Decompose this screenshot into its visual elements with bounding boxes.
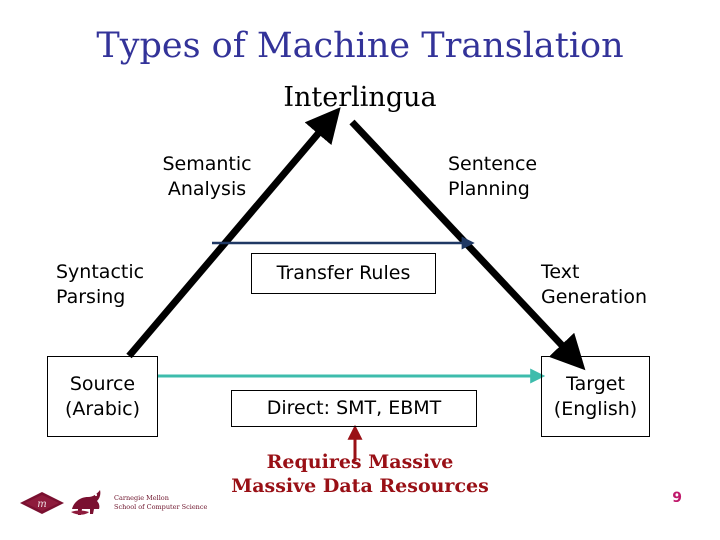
- cmu-scs-logo-text: Carnegie Mellon School of Computer Scien…: [114, 494, 207, 512]
- page-title: Types of Machine Translation: [96, 26, 624, 66]
- label-text-generation: Text Generation: [541, 260, 681, 310]
- label-sentence-planning: Sentence Planning: [448, 152, 568, 202]
- label-semantic-analysis: Semantic Analysis: [148, 152, 266, 202]
- massive-resources-note-line1: Requires Massive: [266, 451, 454, 473]
- label-sentence-planning-line2: Planning: [448, 178, 530, 200]
- source-box-line1: Source: [69, 372, 136, 395]
- scotty-scottish-terrier-icon: [71, 490, 101, 515]
- direct-smt-ebmt-box[interactable]: Direct: SMT, EBMT: [231, 390, 477, 427]
- target-box[interactable]: Target (English): [541, 356, 650, 437]
- source-box-line2: (Arabic): [64, 397, 141, 420]
- transfer-rules-label: Transfer Rules: [276, 262, 411, 284]
- pyramid-apex-label: Interlingua: [283, 82, 437, 113]
- direct-smt-ebmt-label: Direct: SMT, EBMT: [266, 397, 442, 419]
- label-text-generation-line2: Generation: [541, 286, 647, 308]
- cmu-scs-logo: m Carnegie Mellon School of Computer Sci…: [18, 482, 228, 524]
- cmu-diamond-icon: m: [20, 492, 64, 514]
- label-syntactic-parsing-line2: Parsing: [56, 286, 126, 308]
- target-box-line1: Target: [566, 372, 625, 395]
- transfer-rules-box[interactable]: Transfer Rules: [251, 253, 436, 294]
- massive-resources-note: Requires Massive Massive Data Resources: [0, 450, 720, 498]
- cmu-scs-logo-line2: School of Computer Science: [114, 503, 208, 511]
- page-number: 9: [672, 490, 682, 506]
- svg-text:m: m: [37, 499, 46, 510]
- massive-resources-note-line2: Massive Data Resources: [231, 475, 489, 497]
- label-semantic-analysis-line2: Analysis: [167, 178, 247, 200]
- label-sentence-planning-line1: Sentence: [448, 153, 538, 175]
- label-syntactic-parsing-line1: Syntactic: [56, 261, 145, 283]
- label-semantic-analysis-line1: Semantic: [162, 153, 252, 175]
- target-box-line2: (English): [553, 397, 638, 420]
- label-syntactic-parsing: Syntactic Parsing: [56, 260, 186, 310]
- label-text-generation-line1: Text: [541, 261, 580, 283]
- cmu-scs-logo-line1: Carnegie Mellon: [114, 494, 169, 502]
- source-box[interactable]: Source (Arabic): [47, 356, 158, 437]
